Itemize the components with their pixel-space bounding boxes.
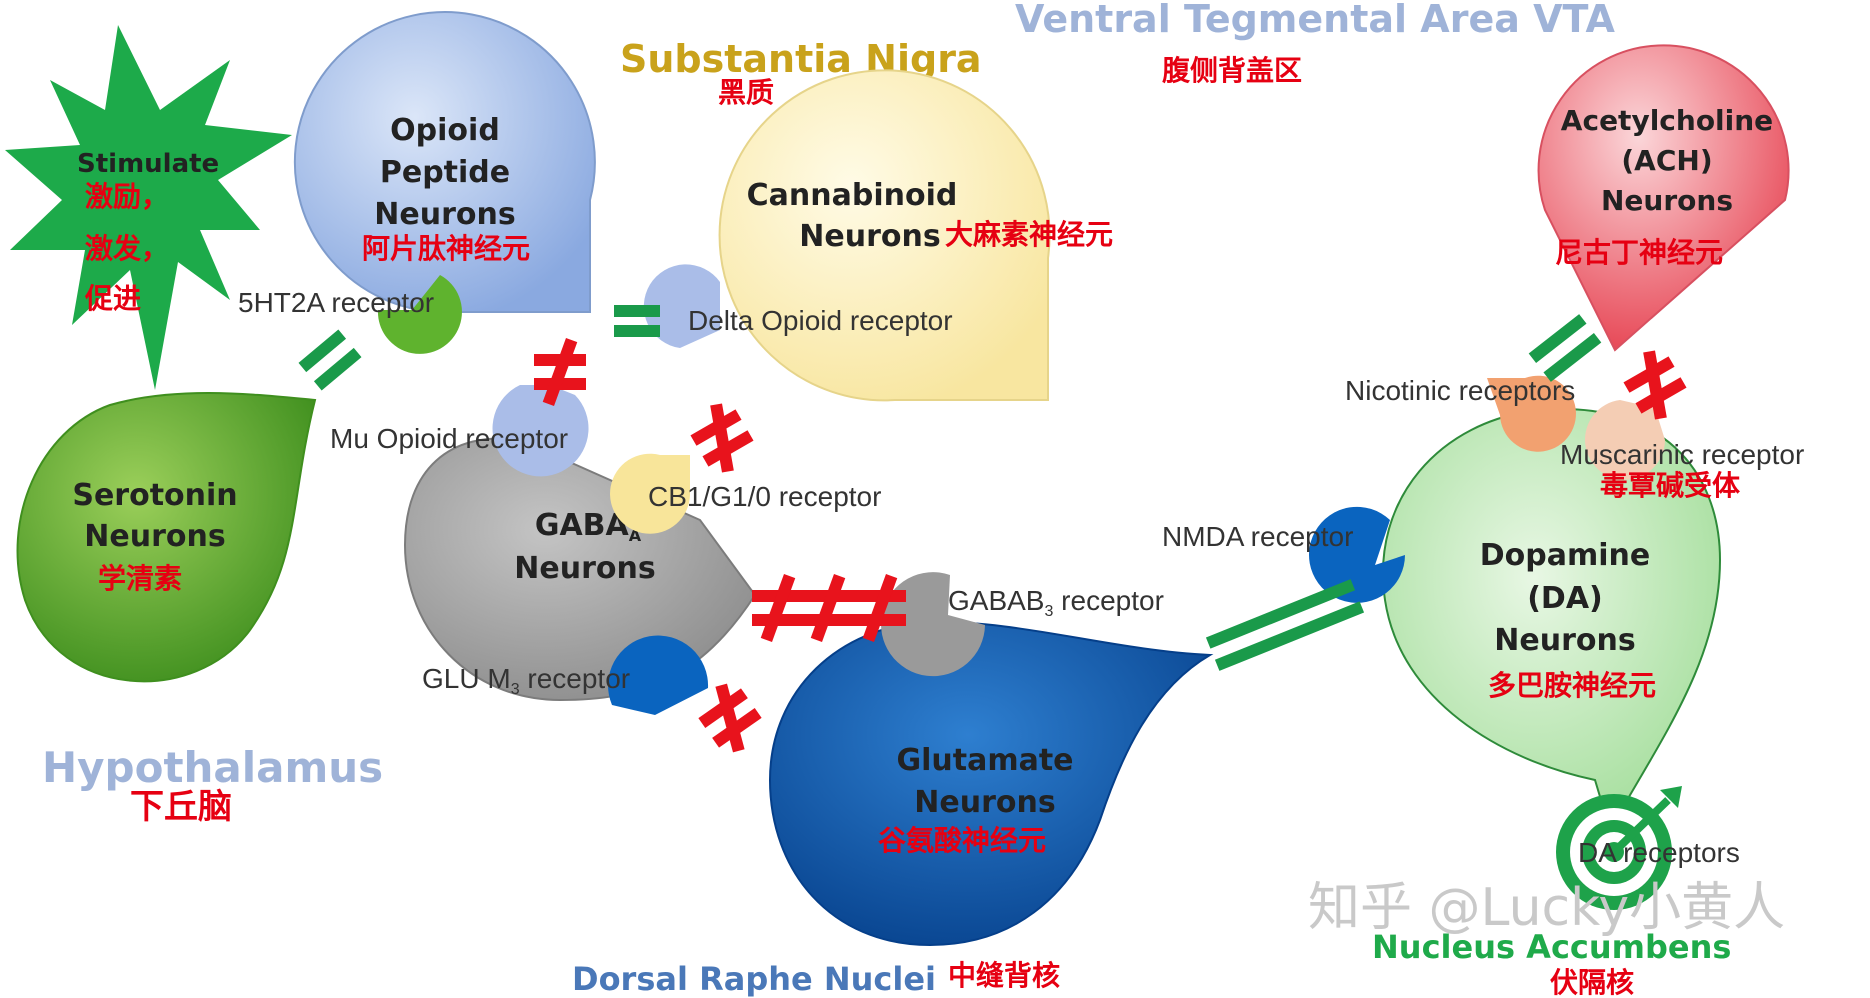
serotonin-neuron-line2: Neurons <box>84 519 225 554</box>
nicotinic-receptor-shape <box>1487 375 1576 452</box>
vta-title: Ventral Tegmental Area VTA <box>1015 0 1615 41</box>
cannabinoid-neuron-line1: Cannabinoid <box>747 178 958 213</box>
serotonin-neuron-body <box>16 392 317 683</box>
nucleus-accumbens-title-cn: 伏隔核 <box>1550 966 1634 998</box>
cb1-receptor-label: CB1/G1/0 receptor <box>648 481 881 512</box>
glutamate-neuron-line2: Neurons <box>914 785 1055 820</box>
substantia-nigra-title: Substantia Nigra <box>620 37 982 81</box>
substantia-nigra-title-cn: 黑质 <box>718 76 774 109</box>
glu-receptor-subscript: 3 <box>511 681 520 698</box>
glu-receptor-label: GLU M3 receptor <box>422 663 630 698</box>
opioid-neuron-body <box>293 11 596 313</box>
muscarinic-receptor-shape <box>1585 400 1665 480</box>
not-equal-glu-glutamate <box>698 683 762 753</box>
dopamine-neuron-line3: Neurons <box>1494 623 1635 658</box>
equal-sign-opioid-cannabinoid <box>614 305 660 337</box>
cannabinoid-neuron-line2: Neurons <box>799 219 940 254</box>
ht2a-receptor-shape <box>377 275 462 354</box>
delta-opioid-receptor-shape <box>643 264 720 348</box>
vta-title-cn: 腹侧背盖区 <box>1162 54 1302 87</box>
not-equal-gaba-glutamate-2 <box>802 573 854 643</box>
dopamine-neuron-line2: (DA) <box>1527 581 1603 616</box>
muscarinic-receptor-cn: 毒覃碱受体 <box>1600 469 1741 502</box>
not-equal-opioid-gaba <box>534 337 586 407</box>
ach-neuron-line3: Neurons <box>1601 184 1733 217</box>
not-equal-cannabinoid-gaba <box>690 403 754 473</box>
glu-receptor-shape <box>608 635 709 715</box>
muscarinic-receptor-label: Muscarinic receptor <box>1560 439 1804 470</box>
acetylcholine-neuron-body <box>1537 44 1790 352</box>
da-receptors-label: DA receptors <box>1578 837 1740 868</box>
mu-opioid-receptor-label: Mu Opioid receptor <box>330 423 568 454</box>
ht2a-receptor-label: 5HT2A receptor <box>238 287 434 318</box>
hypothalamus-title-cn: 下丘脑 <box>130 787 232 827</box>
target-icon <box>1556 786 1682 910</box>
not-equal-gaba-glutamate-1 <box>752 573 804 643</box>
opioid-neuron-cn: 阿片肽神经元 <box>362 232 530 265</box>
cb1-receptor-shape <box>610 453 690 534</box>
glutamate-neuron-line1: Glutamate <box>896 743 1073 778</box>
nucleus-accumbens-title: Nucleus Accumbens <box>1372 928 1731 966</box>
mu-opioid-receptor-shape <box>492 385 589 477</box>
equal-sign-glutamate-dopamine <box>1205 579 1365 671</box>
gabab-receptor-subscript: 3 <box>1044 603 1053 620</box>
not-equal-ach-muscarinic <box>1623 350 1687 420</box>
gaba-neuron-name: GABA <box>535 508 630 543</box>
dorsal-raphe-title-cn: 中缝背核 <box>948 959 1060 992</box>
not-equal-gaba-glutamate-3 <box>854 573 906 643</box>
ach-neuron-line2: (ACH) <box>1621 144 1712 177</box>
glutamate-neuron-body <box>768 620 1214 947</box>
delta-opioid-receptor-label: Delta Opioid receptor <box>688 305 953 336</box>
stimulate-cn-1: 激励， <box>85 180 169 213</box>
gaba-neuron-title: GABAA <box>535 508 642 545</box>
nmda-receptor-label: NMDA receptor <box>1162 521 1353 552</box>
dopamine-neuron-line1: Dopamine <box>1480 538 1650 573</box>
stimulate-cn-2: 激发， <box>85 232 169 265</box>
opioid-neuron-line3: Neurons <box>374 197 515 232</box>
stimulate-star <box>5 25 292 390</box>
serotonin-neuron-cn: 学清素 <box>98 562 182 595</box>
stimulate-cn-3: 促进 <box>84 282 141 315</box>
gabab-receptor-shape <box>881 572 985 677</box>
glu-receptor-suffix: receptor <box>520 663 631 694</box>
cannabinoid-neuron-body <box>718 69 1051 402</box>
nmda-receptor-shape <box>1309 506 1405 603</box>
ach-neuron-cn: 尼古丁神经元 <box>1555 236 1723 269</box>
equal-sign-serotonin-opioid <box>298 329 362 391</box>
opioid-neuron-line2: Peptide <box>380 155 510 190</box>
glu-receptor-name: GLU M <box>422 663 511 694</box>
stimulate-label: Stimulate <box>77 149 219 179</box>
gabab-receptor-name: GABAB <box>948 585 1044 616</box>
opioid-neuron-line1: Opioid <box>390 113 500 148</box>
gabab-receptor-label: GABAB3 receptor <box>948 585 1164 620</box>
cannabinoid-neuron-cn: 大麻素神经元 <box>945 218 1113 251</box>
equal-sign-ach-nicotinic <box>1528 314 1602 382</box>
dorsal-raphe-title: Dorsal Raphe Nuclei <box>572 960 936 998</box>
watermark: 知乎 @Lucky小黄人 <box>1308 878 1785 938</box>
gaba-neuron-line2: Neurons <box>514 551 655 586</box>
ach-neuron-line1: Acetylcholine <box>1561 104 1773 137</box>
serotonin-neuron-line1: Serotonin <box>72 478 237 513</box>
nicotinic-receptor-label: Nicotinic receptors <box>1345 375 1575 406</box>
dopamine-neuron-cn: 多巴胺神经元 <box>1488 669 1656 702</box>
hypothalamus-title: Hypothalamus <box>42 743 383 792</box>
glutamate-neuron-cn: 谷氨酸神经元 <box>878 824 1046 857</box>
gabab-receptor-suffix: receptor <box>1053 585 1164 616</box>
